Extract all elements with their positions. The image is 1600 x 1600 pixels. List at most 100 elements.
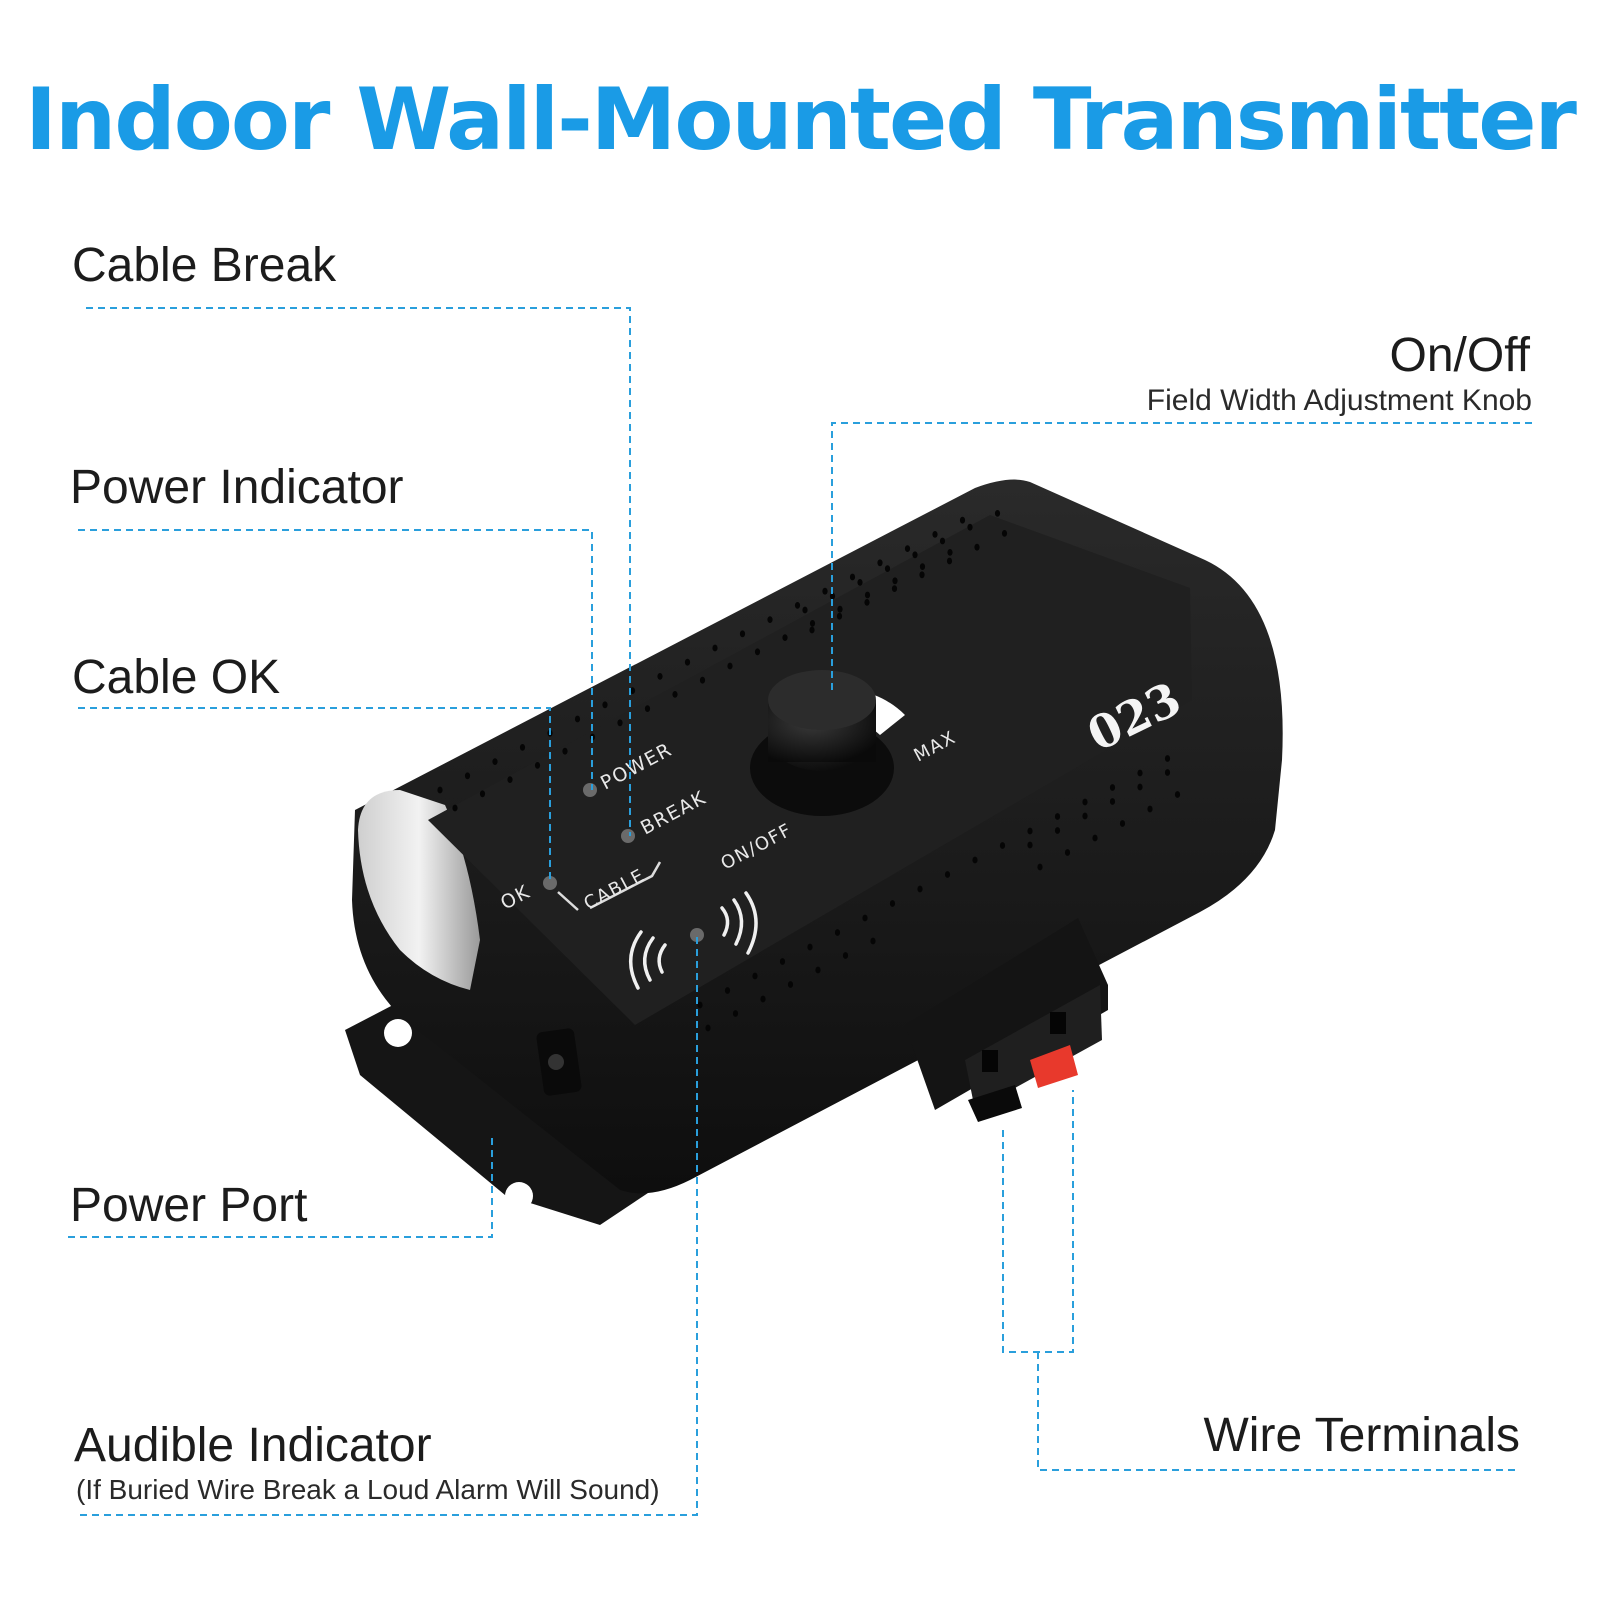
callout-power-port: Power Port [70, 1179, 308, 1232]
vent-hole [1082, 798, 1088, 806]
vent-hole [836, 612, 843, 620]
vent-hole [1092, 834, 1098, 842]
leader-power-port [68, 1138, 493, 1238]
vent-hole [779, 958, 786, 965]
vent-hole [672, 691, 678, 698]
vent-hole [917, 885, 923, 893]
vent-hole [699, 676, 706, 684]
leader-power-indicator [78, 529, 593, 790]
vent-hole [892, 577, 898, 585]
callout-audible-indicator-note: (If Buried Wire Break a Loud Alarm Will … [76, 1474, 660, 1505]
ok-led [543, 876, 557, 890]
vent-hole [1119, 820, 1126, 827]
vent-hole [809, 620, 816, 627]
vent-hole [697, 1001, 703, 1009]
vent-hole [1137, 783, 1143, 791]
leader-on-off [831, 422, 1532, 690]
vent-hole [972, 856, 978, 864]
vent-hole [464, 772, 471, 780]
vent-hole [1027, 827, 1033, 835]
vent-hole [574, 715, 581, 723]
leader-lines [68, 307, 1532, 1516]
vent-hole [767, 616, 773, 623]
vent-hole [617, 719, 623, 727]
leader-audible-indicator [80, 935, 698, 1516]
vent-hole [492, 758, 498, 765]
vent-hole [657, 673, 663, 680]
page-title: Indoor Wall-Mounted Transmitter [25, 70, 1577, 170]
field-width-knob[interactable] [750, 670, 905, 816]
vent-hole [802, 606, 808, 614]
vent-hole [724, 987, 731, 994]
vent-holes [437, 510, 1181, 1032]
vent-hole [864, 591, 871, 599]
vent-hole [862, 914, 868, 922]
vent-hole [739, 630, 746, 638]
vent-hole [829, 592, 836, 600]
vent-hole [602, 701, 608, 709]
vent-hole [932, 531, 938, 538]
callout-power-indicator: Power Indicator [70, 461, 404, 514]
transmitter-body [352, 479, 1283, 1194]
leader-cable-ok [78, 707, 551, 883]
vent-hole [1001, 530, 1008, 537]
vent-hole [849, 573, 856, 581]
vent-hole [794, 602, 801, 609]
callout-on-off: On/Off [1389, 329, 1530, 382]
mount-hole [505, 1182, 533, 1210]
vent-hole [1064, 849, 1071, 856]
vent-hole [1027, 841, 1033, 849]
vent-hole [1037, 863, 1043, 871]
vent-hole [452, 804, 458, 812]
vent-hole [919, 563, 926, 570]
mount-hole [384, 1019, 412, 1047]
vent-hole [822, 587, 828, 595]
vent-hole [946, 557, 953, 565]
vent-hole [1109, 798, 1116, 805]
vent-hole [834, 929, 841, 936]
vent-hole [912, 551, 918, 559]
vent-hole [534, 762, 541, 769]
vent-hole [999, 842, 1006, 849]
vent-hole [629, 687, 636, 694]
vent-hole [904, 545, 911, 552]
vent-hole [1164, 769, 1171, 776]
vent-hole [944, 871, 951, 878]
callout-cable-ok: Cable OK [72, 651, 281, 704]
break-led [621, 829, 635, 843]
vent-hole [1054, 827, 1061, 834]
audible-led [690, 928, 704, 942]
vent-hole [732, 1010, 739, 1017]
wire-terminals[interactable] [905, 918, 1108, 1122]
vent-hole [705, 1024, 711, 1032]
vent-hole [837, 605, 843, 613]
leader-wire-terminals-stem [1037, 1352, 1520, 1471]
terminal-red-lever [1030, 1045, 1078, 1088]
terminal-black-lever [968, 1085, 1022, 1122]
vent-hole [809, 626, 815, 634]
vent-hole [787, 981, 794, 988]
vent-hole [752, 972, 758, 980]
vent-hole [1137, 769, 1143, 777]
vent-hole [870, 937, 876, 945]
vent-hole [754, 648, 761, 656]
callout-knob-note: Field Width Adjustment Knob [1146, 384, 1532, 417]
vent-hole [994, 510, 1001, 517]
vent-hole [727, 662, 733, 670]
callout-audible-indicator: Audible Indicator [74, 1419, 432, 1472]
vent-hole [857, 579, 863, 586]
vent-hole [919, 571, 925, 579]
vent-hole [891, 585, 898, 592]
vent-hole [479, 790, 486, 798]
vent-hole [644, 705, 651, 712]
vent-hole [842, 952, 849, 959]
vent-hole [889, 900, 896, 907]
vent-hole [1082, 812, 1088, 820]
vent-hole [712, 644, 718, 652]
power-led [583, 783, 597, 797]
vent-hole [519, 744, 526, 751]
vent-hole [562, 747, 568, 755]
vent-hole [1109, 784, 1116, 791]
vent-hole [782, 634, 788, 641]
vent-hole [939, 537, 946, 545]
